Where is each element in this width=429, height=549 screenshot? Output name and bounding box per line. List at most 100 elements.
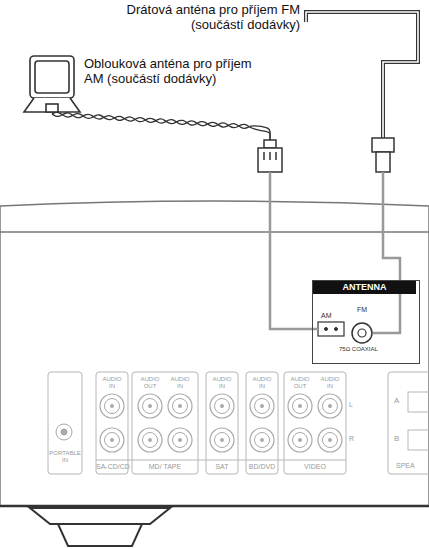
- am-twisted-wire: [52, 113, 270, 140]
- jack-groups: [408, 430, 429, 450]
- jack-sockets: [178, 404, 182, 408]
- jack-sockets: [210, 394, 234, 418]
- panel-label: PORTABLE IN: [48, 450, 82, 463]
- jack-sockets: [288, 394, 312, 418]
- fm-plug: [376, 152, 390, 172]
- am-loop-antenna: [30, 56, 74, 98]
- panel-label: SAT: [206, 463, 238, 471]
- jack-groups: [48, 372, 82, 474]
- jack-sockets: [100, 394, 124, 418]
- jack-sockets: [318, 394, 342, 418]
- jack-sockets: [105, 433, 120, 448]
- terminal-label: AM: [321, 312, 341, 319]
- antenna-caption: Drátová anténa pro příjem FM (součástí d…: [100, 3, 300, 32]
- jack-groups: [132, 372, 198, 474]
- jack-sockets: [178, 438, 182, 442]
- antenna-terminals: [325, 328, 328, 331]
- am-plug: [258, 148, 282, 172]
- am-plug: [263, 152, 265, 160]
- receiver-foot: [30, 508, 170, 546]
- panel-label: SA-CD/CD: [96, 463, 128, 471]
- jack-groups: [388, 372, 429, 474]
- jack-sockets: [173, 399, 188, 414]
- jack-sockets: [105, 399, 120, 414]
- fm-plug: [372, 138, 394, 152]
- panel-label: B: [394, 435, 404, 444]
- jack-sockets: [318, 428, 342, 452]
- receiver-foot: [30, 508, 170, 524]
- panel-label: AUDIO IN: [319, 376, 341, 389]
- am-loop-antenna: [24, 98, 80, 112]
- panel-label: AUDIO IN: [251, 376, 273, 389]
- jack-sockets: [220, 404, 224, 408]
- panel-heading: ANTENNA: [313, 281, 416, 294]
- jack-groups: [246, 372, 278, 474]
- antenna-terminals: [335, 328, 338, 331]
- jack-sockets: [293, 399, 308, 414]
- jack-sockets: [323, 433, 338, 448]
- am-cable: [270, 172, 318, 329]
- receiver-body: [0, 201, 429, 506]
- panel-label: SPEA: [396, 462, 426, 470]
- jack-sockets: [298, 438, 302, 442]
- panel-label: MD/ TAPE: [132, 463, 198, 471]
- receiver-body: [0, 505, 429, 508]
- panel-label: R: [349, 435, 359, 443]
- receiver-foot: [58, 524, 142, 546]
- jack-sockets: [100, 428, 124, 452]
- am-plug: [264, 140, 276, 148]
- jack-sockets: [168, 394, 192, 418]
- am-loop-antenna: [46, 104, 58, 112]
- jack-sockets: [110, 404, 114, 408]
- jack-sockets: [173, 433, 188, 448]
- antenna-terminals: [318, 322, 372, 343]
- fm-cable: [373, 172, 400, 333]
- jack-sockets: [138, 394, 162, 418]
- jack-sockets: [255, 433, 270, 448]
- jack-sockets: [328, 438, 332, 442]
- fm-wire-antenna: [306, 12, 418, 138]
- jack-groups: [48, 372, 429, 474]
- jack-sockets: [56, 394, 342, 452]
- jack-groups: [96, 460, 346, 461]
- jack-sockets: [148, 404, 152, 408]
- panel-label: VIDEO: [284, 463, 346, 471]
- fm-cable: [373, 172, 400, 333]
- jack-sockets: [328, 404, 332, 408]
- panel-label: BD/DVD: [246, 463, 278, 471]
- jack-groups: [284, 372, 346, 474]
- am-loop-antenna: [24, 56, 80, 112]
- antenna-terminals: [358, 329, 366, 337]
- am-plug: [275, 152, 277, 160]
- antenna-terminals: [318, 322, 344, 336]
- jack-sockets: [215, 433, 230, 448]
- jack-sockets: [168, 428, 192, 452]
- jack-sockets: [298, 404, 302, 408]
- jack-sockets: [260, 404, 264, 408]
- am-cable: [270, 172, 318, 329]
- fm-wire-antenna: [306, 12, 418, 138]
- jack-sockets: [148, 438, 152, 442]
- jack-sockets: [56, 424, 72, 440]
- antenna-panel: ANTENNA AM FM 75Ω COAXIAL: [312, 280, 420, 364]
- panel-label: AUDIO OUT: [289, 376, 311, 389]
- jack-sockets: [250, 394, 274, 418]
- antenna-caption: Oblouková anténa pro příjem AM (součástí…: [84, 57, 274, 86]
- panel-label: L: [349, 401, 359, 409]
- panel-label: AUDIO OUT: [139, 376, 161, 389]
- jack-sockets: [250, 428, 274, 452]
- jack-sockets: [255, 399, 270, 414]
- jack-sockets: [138, 428, 162, 452]
- jack-sockets: [293, 433, 308, 448]
- jack-groups: [206, 372, 238, 474]
- panel-label: AUDIO IN: [211, 376, 233, 389]
- panel-label: A: [394, 397, 404, 406]
- jack-groups: [96, 372, 128, 474]
- terminal-label: FM: [357, 306, 377, 313]
- terminal-label: 75Ω COAXIAL: [339, 346, 415, 352]
- fm-plug: [372, 138, 394, 172]
- fm-wire-antenna: [306, 12, 418, 138]
- am-plug: [258, 140, 282, 172]
- receiver-body: [0, 231, 429, 233]
